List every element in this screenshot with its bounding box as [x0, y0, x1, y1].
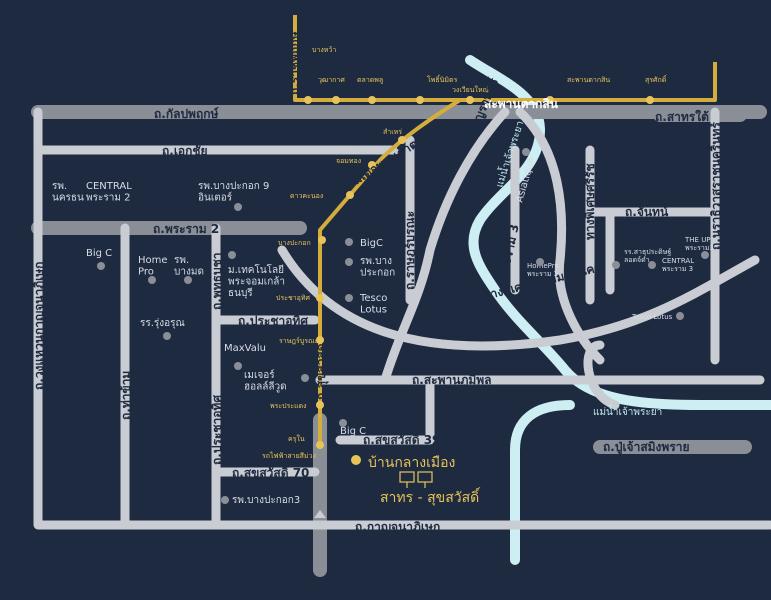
station-label: ตลาดพลู: [357, 76, 383, 84]
road-label-taksin-bridge: สะพานตากสิน: [484, 97, 559, 111]
station-dot: [466, 96, 474, 104]
station-label: สำเหร่: [383, 128, 402, 136]
project-marker-icon: [351, 455, 361, 465]
station-label: บางปะกอก: [278, 239, 311, 247]
road-label-ratchaphruek: ถ.ราชพฤกษ์: [288, 31, 302, 95]
station-label: ดาวคะนอง: [290, 192, 323, 200]
project-name: บ้านกลางเมือง: [368, 455, 455, 471]
road-label-narathiwat: ถ.นราธิวาสราชนครินทร์: [709, 122, 723, 250]
direction-arrow-icon: [314, 510, 326, 518]
station-dot: [316, 336, 324, 344]
project-logo-icon: [399, 471, 433, 488]
place-major: เมเจอร์ฮอลล์ลีวูด: [244, 369, 287, 393]
station-label: บางหว้า: [312, 46, 336, 54]
place-dots: [97, 148, 709, 504]
station-label: จอมทอง: [336, 157, 361, 165]
station-label: ราษฎร์บูรณะ: [279, 337, 318, 345]
place-bigc-left: Big C: [86, 248, 112, 259]
road-rama3: [515, 107, 605, 365]
road-label-sathon-tai: ถ.สาทรใต้: [655, 109, 709, 124]
rail-stations: [304, 96, 654, 449]
station-dot: [546, 96, 554, 104]
road-label-kanchanaphisek: ถ.กาญจนาภิเษก: [355, 520, 440, 534]
road-label-chan: ถ.จันทน์: [625, 205, 669, 219]
road-chalerm-expressway: [277, 245, 760, 351]
river-label-bottom: แม่น้ำเจ้าพระยา: [593, 404, 662, 418]
road-label-kanlapaphruek: ถ.กัลปพฤกษ์: [154, 107, 219, 121]
place-bigc-bottom: Big C: [340, 426, 366, 437]
road-label-bhumibol: ถ.สะพานภูมิพล: [412, 373, 492, 388]
road-label-pracha-uthit: ถ.ประชาอุทิศ: [238, 314, 308, 329]
station-dot: [332, 96, 340, 104]
station-label: สุรศักดิ์: [645, 74, 668, 84]
place-bigc-mid: BigC: [360, 238, 383, 249]
road-label-rat-burana: ถ.ราษฎร์บูรณะ: [403, 211, 418, 290]
station-label: รถไฟฟ้าสายสีม่วง: [262, 451, 316, 460]
station-label: วุฒากาศ: [318, 76, 345, 84]
station-dot: [368, 96, 376, 104]
station-label: โพธิ์นิมิตร: [427, 74, 458, 84]
station-label: ประชาอุทิศ: [276, 294, 310, 302]
place-hosp-nakhon: รพ.นครธน: [52, 181, 84, 204]
road-suksawat39: [335, 375, 435, 445]
road-kanchanaphisek: [33, 107, 771, 530]
place-hosp-bangmod: รพ.บางมด: [174, 255, 204, 278]
minor-roads: [33, 107, 771, 530]
station-label: สะพานตากสิน: [567, 76, 610, 84]
place-hosp-bangpakok3: รพ.บางปะกอก3: [232, 495, 300, 506]
project-subtitle: สาทร - สุขสวัสดิ์: [380, 487, 481, 506]
station-dot: [316, 401, 324, 409]
station-dot: [398, 136, 406, 144]
station-label: วงเวียนใหญ่: [452, 85, 489, 94]
place-kmutt: ม.เทคโนโลยีพระจอมเกล้าธนบุรี: [228, 263, 285, 299]
station-dot: [318, 236, 326, 244]
road-label-kanchanaphisek-v: ถ.วงแหวนกาญจนาภิเษก: [32, 262, 46, 390]
road-label-suksawat70: ถ.สุขสวัสดิ์ 70: [232, 464, 309, 481]
road-label-thakham: ถ.ท่าข้าม: [119, 371, 133, 420]
road-label-ekkachai: ถ.เอกชัย: [162, 144, 208, 158]
place-tesco-right: Tesco Lotus: [631, 313, 673, 321]
road-label-puchao: ถ.ปู่เจ้าสมิงพราย: [603, 440, 690, 455]
station-dot: [416, 96, 424, 104]
place-school: รร.รุ่งอรุณ: [140, 318, 185, 329]
station-dot: [316, 441, 324, 449]
road-label-rama2: ถ.พระราม 2: [153, 222, 219, 236]
road-label-suksawat: ถ.สุขสวัสดิ์: [312, 342, 329, 400]
road-label-rama3-exp: ทางพิเศษศรีรัช: [583, 163, 597, 240]
chao-phraya-river-lower: [510, 400, 575, 565]
place-hosp-bangpakok: รพ.บางประกอก: [360, 256, 395, 279]
road-loop: [583, 340, 620, 410]
station-dot: [346, 191, 354, 199]
station-label: พระประแดง: [270, 402, 307, 410]
station-label: ครุใน: [288, 434, 305, 443]
station-dot: [316, 294, 324, 302]
place-maxvalu: MaxValu: [224, 343, 266, 354]
station-dot: [646, 96, 654, 104]
place-school-right: รร.สาธุประดิษฐ์ลอดจ์ดำ: [624, 248, 671, 264]
major-roads: [31, 105, 767, 577]
road-charoen-rat: [380, 107, 510, 385]
road-label-suksawat39: ถ.สุขสวัสดิ์ 39: [363, 431, 440, 448]
road-label-pracha-uthit-v: ถ.ประชาอุทิศ: [210, 395, 225, 465]
road-label-phutthabucha: ถ.พุทธบูชา: [210, 253, 225, 310]
station-dot: [304, 96, 312, 104]
station-dot: [368, 161, 376, 169]
